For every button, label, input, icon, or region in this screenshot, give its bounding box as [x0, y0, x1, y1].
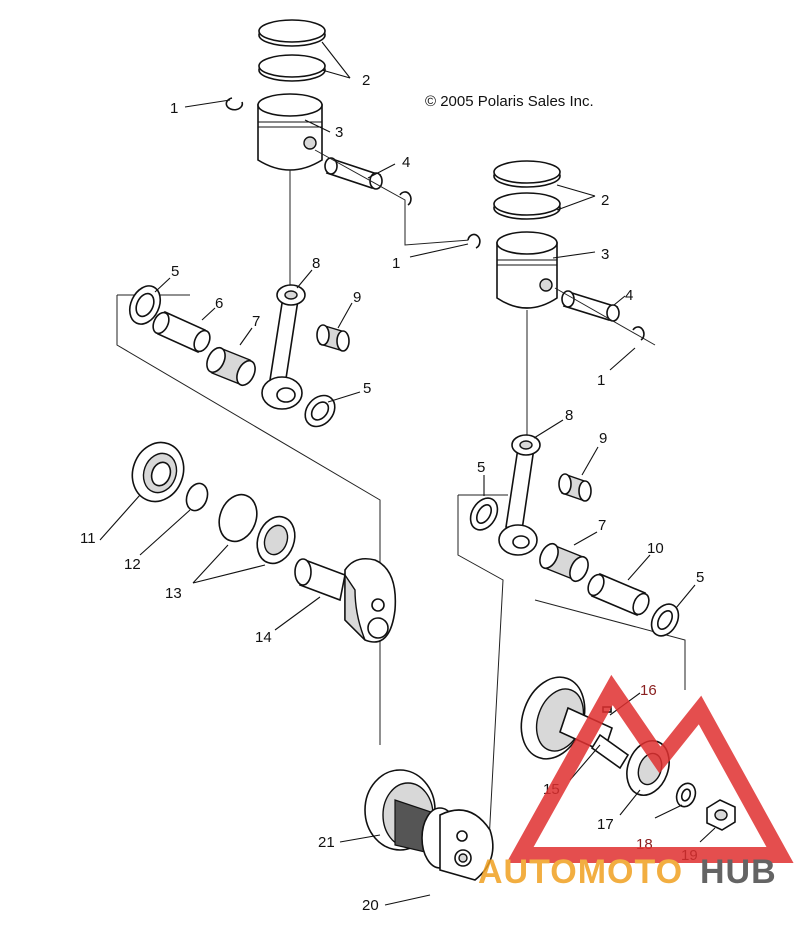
callout-main-bearing: 11 [80, 530, 96, 547]
left-connecting-rod [261, 284, 306, 410]
left-thrust-washer-top [128, 285, 162, 325]
callout-l-pin: 4 [402, 154, 410, 171]
callout-l-washer-top: 5 [171, 263, 179, 280]
crank-nut [706, 799, 736, 831]
right-small-end-bearing [558, 473, 592, 502]
callout-l-clip-top: 1 [170, 100, 178, 117]
left-piston-rings [258, 19, 326, 82]
left-piston [257, 93, 323, 171]
right-connecting-rod [498, 434, 541, 556]
left-thrust-washer-bottom [304, 394, 336, 428]
automotohub-watermark: AUTOMOTO HUB [478, 674, 794, 891]
right-washer [675, 782, 697, 808]
left-spacer [152, 310, 211, 354]
callout-l-washer-bottom: 5 [363, 380, 371, 397]
crankshaft-assembly [364, 769, 494, 881]
callout-l-rings: 2 [362, 72, 370, 89]
snap-rings [218, 493, 296, 565]
watermark-word-a: AUTOMOTO [478, 853, 683, 891]
callout-r-piston: 3 [601, 246, 609, 263]
right-thrust-washer-right [650, 603, 680, 637]
callout-l-spacer: 6 [215, 295, 223, 312]
callout-l-bearing: 7 [252, 313, 260, 330]
main-bearing [131, 441, 185, 503]
callout-r-clip-left: 1 [392, 255, 400, 272]
callout-right-bearing: 17 [597, 816, 614, 833]
callout-crank-assembly: 20 [362, 897, 379, 914]
left-small-end-bearing [316, 324, 350, 352]
callout-r-bearing: 7 [598, 517, 606, 534]
right-piston [496, 231, 558, 309]
callout-l-piston: 3 [335, 124, 343, 141]
right-spacer [587, 572, 650, 617]
copyright-text: © 2005 Polaris Sales Inc. [425, 93, 594, 110]
callout-r-rings: 2 [601, 192, 609, 209]
callout-l-rod: 8 [312, 255, 320, 272]
callout-crank-half-left: 14 [255, 629, 272, 646]
left-needle-bearing [206, 346, 256, 387]
left-pin-clip [399, 191, 412, 206]
crank-half-right [520, 676, 630, 770]
callout-r-rod: 8 [565, 407, 573, 424]
right-thrust-washer-left [469, 497, 499, 531]
callout-crank-web: 21 [318, 834, 335, 851]
watermark-word-b: HUB [700, 853, 777, 891]
callout-r-clip-right: 1 [597, 372, 605, 389]
right-needle-bearing [539, 542, 589, 583]
callout-oring: 12 [124, 556, 141, 573]
callout-l-small-bearing: 9 [353, 289, 361, 306]
callout-r-washer-left: 5 [477, 459, 485, 476]
right-piston-pin [561, 290, 620, 322]
callout-r-pin: 4 [625, 287, 633, 304]
right-pin-clip-left [467, 233, 481, 249]
callout-key: 16 [640, 682, 657, 699]
callout-snap-rings: 13 [165, 585, 182, 602]
callout-r-spacer: 10 [647, 540, 664, 557]
left-piston-pin [324, 157, 383, 190]
callout-r-washer-right: 5 [696, 569, 704, 586]
callout-r-small-bearing: 9 [599, 430, 607, 447]
crank-half-left [294, 557, 397, 643]
right-piston-rings [493, 160, 561, 220]
oring [185, 482, 209, 512]
